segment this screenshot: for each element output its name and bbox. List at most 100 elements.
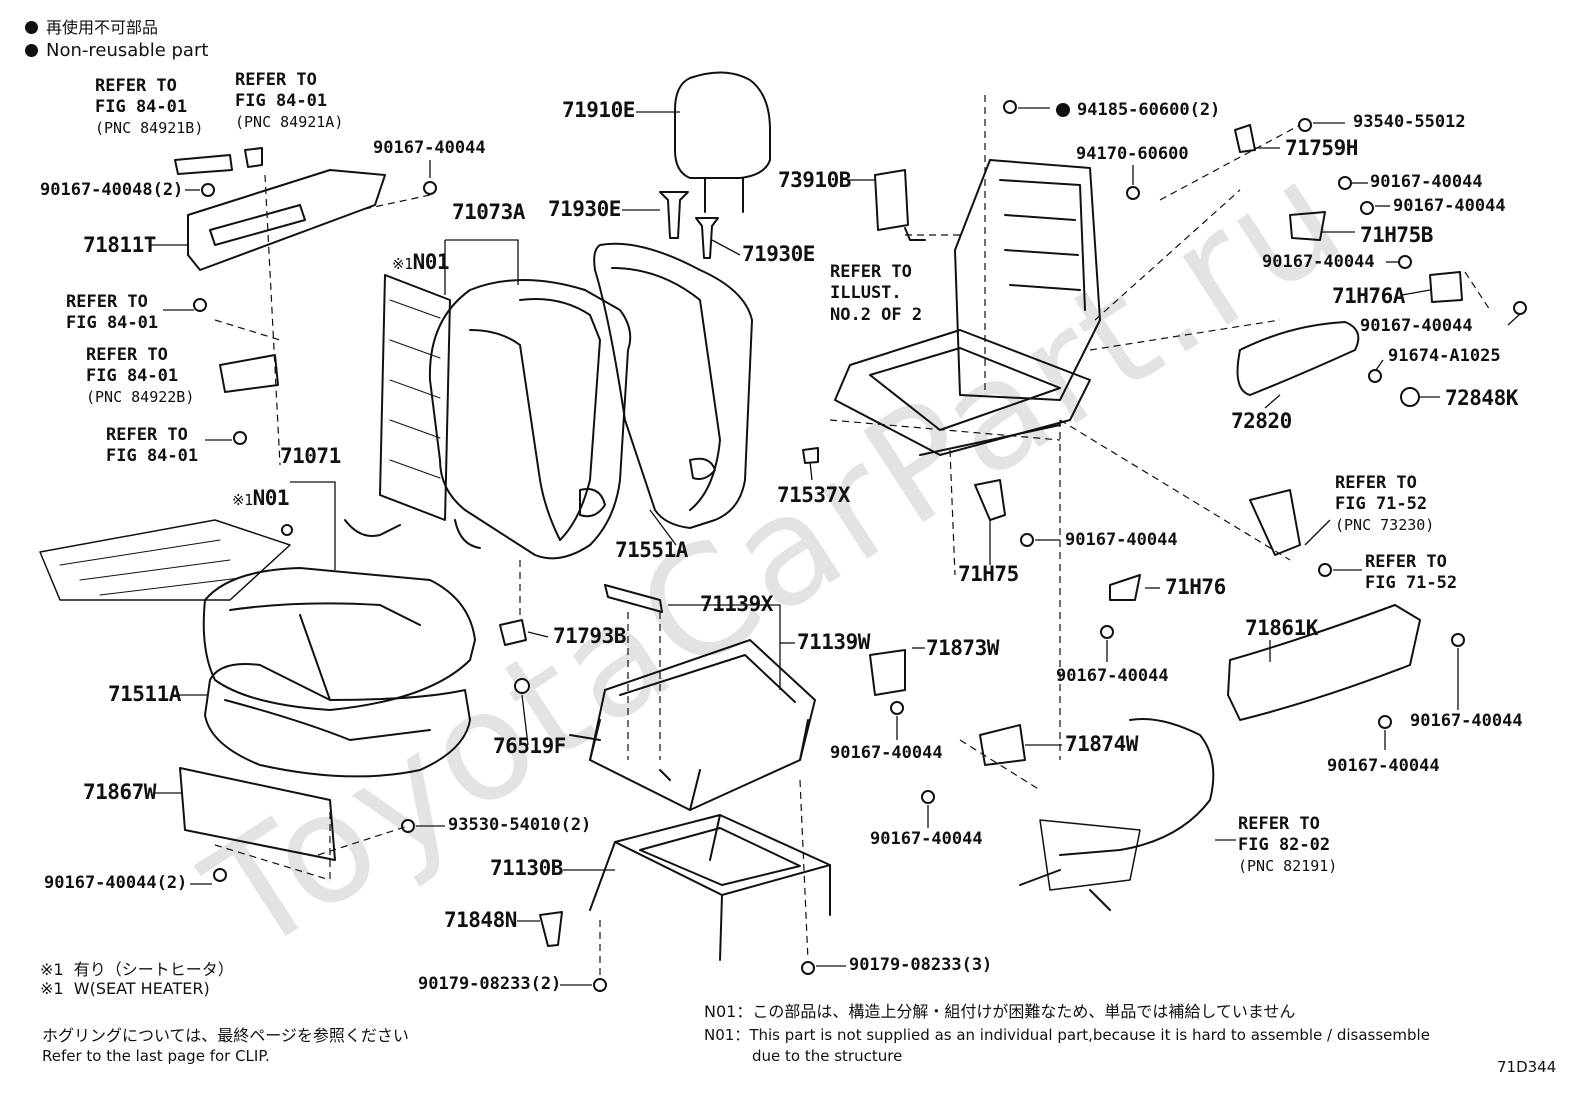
part-90167-40044-r3[interactable]: 90167-40044 [1262, 252, 1375, 272]
bracket-71139x-drawing [604, 584, 663, 613]
part-90167-40044-m2[interactable]: 90167-40044 [1056, 666, 1169, 686]
note-heater-jp: ※1 有り（シートヒータ） [40, 960, 234, 979]
part-72820[interactable]: 72820 [1231, 409, 1292, 433]
cushion-pad-drawing [204, 663, 471, 778]
part-71h76[interactable]: 71H76 [1165, 575, 1226, 599]
part-71071[interactable]: 71071 [280, 444, 341, 468]
wire-harness-drawing [1019, 718, 1215, 911]
cover-71759h-drawing [1234, 124, 1256, 153]
note-heater-en: ※1 W(SEAT HEATER) [40, 979, 210, 998]
part-71073a[interactable]: 71073A [452, 200, 525, 224]
bracket-84922b-drawing [219, 354, 279, 393]
cushion-frame-drawing [569, 639, 816, 811]
note-clip-en: Refer to the last page for CLIP. [42, 1047, 270, 1065]
part-71873w[interactable]: 71873W [926, 636, 999, 660]
side-airbag-drawing [874, 169, 926, 241]
note-n01-en-cont: due to the structure [752, 1047, 903, 1065]
part-71537x[interactable]: 71537X [777, 483, 850, 507]
bracket-71h76-drawing [1109, 574, 1141, 601]
back-heater-mat-drawing [344, 274, 481, 549]
part-71139x[interactable]: 71139X [700, 592, 773, 616]
part-90167-40044-m4[interactable]: 90167-40044 [870, 829, 983, 849]
shield-71861k-drawing [1227, 604, 1421, 721]
part-71848n[interactable]: 71848N [444, 908, 517, 932]
bushing-71848n-drawing [539, 911, 563, 947]
part-93540-55012[interactable]: 93540-55012 [1353, 112, 1466, 132]
part-90167-40044-m3[interactable]: 90167-40044 [830, 743, 943, 763]
part-71511a[interactable]: 71511A [108, 682, 181, 706]
part-90167-40044-m1[interactable]: 90167-40044 [1065, 530, 1178, 550]
part-71h75b[interactable]: 71H75B [1360, 223, 1433, 247]
seat-riser-drawing [589, 814, 831, 961]
legend-jp: 再使用不可部品 [25, 14, 158, 38]
part-71793b[interactable]: 71793B [553, 624, 626, 648]
part-71867w[interactable]: 71867W [83, 780, 156, 804]
part-72848k[interactable]: 72848K [1445, 386, 1518, 410]
part-90167-40044-2[interactable]: 90167-40044(2) [44, 873, 188, 893]
cushion-cover-drawing [202, 567, 476, 711]
part-94185-60600-2[interactable]: 94185-60600(2) [1077, 100, 1221, 120]
note-n01-jp: N01：この部品は、構造上分解・組付けが困難なため、単品では補給していません [704, 1002, 1296, 1021]
non-reusable-marker [1056, 103, 1070, 117]
part-71h76a[interactable]: 71H76A [1332, 284, 1405, 308]
part-90167-40044-m6[interactable]: 90167-40044 [1327, 756, 1440, 776]
part-71759h[interactable]: 71759H [1285, 136, 1358, 160]
headrest-support-drawing [659, 191, 719, 259]
note-n01-en: N01：This part is not supplied as an indi… [704, 1026, 1430, 1044]
part-93530-54010-2[interactable]: 93530-54010(2) [448, 815, 592, 835]
note-n01-a: ※1N01 [392, 250, 450, 274]
cover-71h76a-drawing [1429, 271, 1463, 303]
part-71930e-b[interactable]: 71930E [742, 242, 815, 266]
seatback-pad-drawing [593, 242, 753, 529]
knob-84921a-drawing [244, 147, 263, 168]
legend-en: Non-reusable part [25, 40, 208, 61]
part-71h75[interactable]: 71H75 [958, 562, 1019, 586]
part-71861k[interactable]: 71861K [1245, 616, 1318, 640]
part-71551a[interactable]: 71551A [615, 538, 688, 562]
part-71910e[interactable]: 71910E [562, 98, 635, 122]
assembly-lines [214, 95, 1491, 980]
part-90167-40048-2[interactable]: 90167-40048(2) [40, 180, 184, 200]
part-71811t[interactable]: 71811T [83, 233, 156, 257]
clip-71793b-drawing [499, 619, 527, 646]
part-91674-a1025[interactable]: 91674-A1025 [1388, 346, 1501, 366]
part-90167-40044-top[interactable]: 90167-40044 [373, 138, 486, 158]
note-clip-jp: ホグリングについては、最終ページを参照ください [42, 1026, 409, 1045]
part-90179-08233-3[interactable]: 90179-08233(3) [849, 955, 993, 975]
part-76519f[interactable]: 76519F [493, 734, 566, 758]
part-90167-40044-r2[interactable]: 90167-40044 [1393, 196, 1506, 216]
belt-buckle-drawing [1249, 489, 1301, 556]
part-90167-40044-r4[interactable]: 90167-40044 [1360, 316, 1473, 336]
diagram-code: 71D344 [1497, 1058, 1557, 1076]
shield-71811t-drawing [187, 169, 386, 271]
bracket-71873w-drawing [869, 649, 906, 696]
bracket-71874w-drawing [979, 724, 1026, 766]
bracket-71h75-drawing [974, 479, 1006, 521]
part-90167-40044-r1[interactable]: 90167-40044 [1370, 172, 1483, 192]
seatback-cover-drawing [428, 279, 632, 560]
part-73910b[interactable]: 73910B [778, 168, 851, 192]
seat-frame-drawing [834, 159, 1101, 456]
pad-71537x-drawing [802, 447, 819, 464]
headrest-drawing [674, 71, 771, 213]
part-71130b[interactable]: 71130B [490, 856, 563, 880]
part-71874w[interactable]: 71874W [1065, 732, 1138, 756]
part-90167-40044-m5[interactable]: 90167-40044 [1410, 711, 1523, 731]
armrest-drawing [1236, 321, 1360, 396]
part-71139w[interactable]: 71139W [797, 630, 870, 654]
part-90179-08233-2[interactable]: 90179-08233(2) [418, 974, 562, 994]
switch-84921b-drawing [174, 154, 233, 175]
note-n01-b: ※1N01 [232, 486, 290, 510]
part-71930e-a[interactable]: 71930E [548, 197, 621, 221]
part-94170-60600[interactable]: 94170-60600 [1076, 144, 1189, 164]
